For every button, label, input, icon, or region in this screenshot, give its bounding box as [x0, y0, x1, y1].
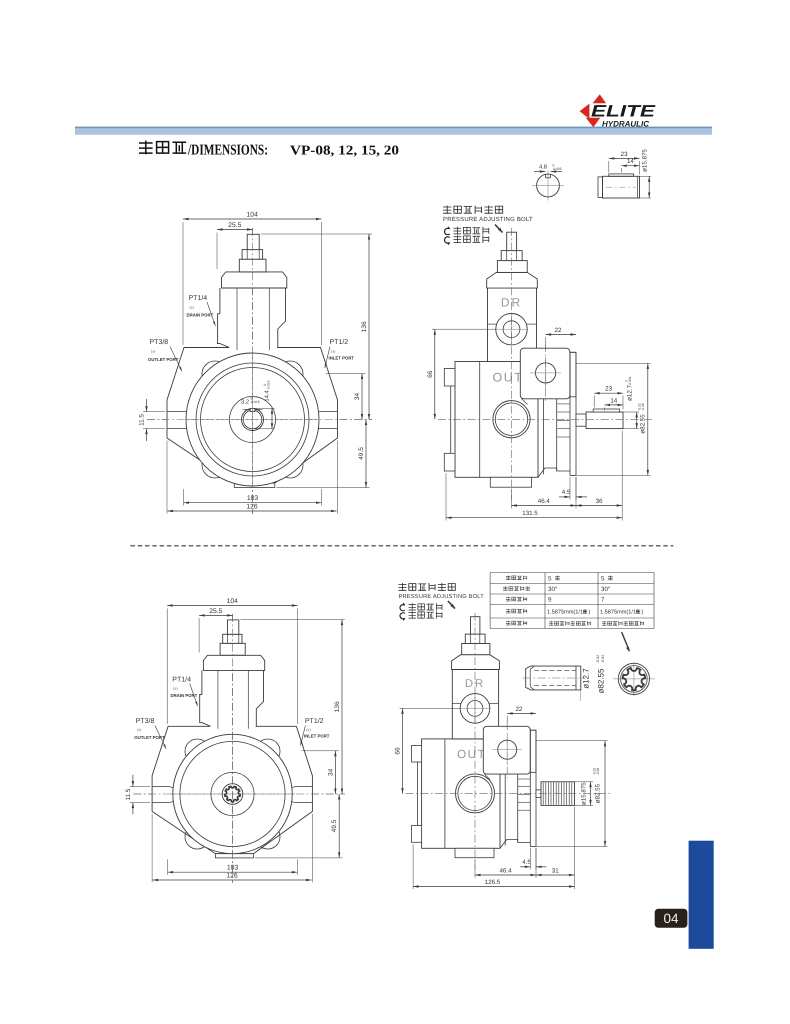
- svg-text:66: 66: [395, 747, 402, 755]
- svg-text:-0.06: -0.06: [641, 403, 645, 410]
- svg-text:46.4: 46.4: [538, 498, 551, 505]
- svg-text:23: 23: [605, 386, 612, 393]
- svg-text:22: 22: [555, 327, 562, 334]
- svg-text:-0.015: -0.015: [267, 380, 271, 389]
- svg-text:INLET PORT: INLET PORT: [304, 734, 330, 739]
- svg-text:DRAIN PORT: DRAIN PORT: [171, 693, 198, 698]
- svg-text:136: 136: [334, 701, 341, 712]
- svg-text:-0.06: -0.06: [596, 768, 600, 775]
- svg-text:ø15.875: ø15.875: [642, 149, 649, 172]
- svg-text:7: 7: [601, 597, 605, 604]
- svg-text:5: 5: [601, 575, 605, 582]
- svg-text:(±): (±): [173, 687, 177, 691]
- svg-text:4.5: 4.5: [562, 489, 571, 496]
- svg-text:-0.001: -0.001: [628, 376, 632, 385]
- svg-text:PT1/4: PT1/4: [189, 294, 208, 302]
- svg-text:14.4: 14.4: [265, 390, 271, 402]
- svg-text:INLET PORT: INLET PORT: [329, 356, 355, 361]
- svg-text:HYDRAULIC: HYDRAULIC: [602, 119, 649, 128]
- svg-text:PT3/8: PT3/8: [136, 717, 155, 725]
- svg-text:25.5: 25.5: [209, 608, 222, 615]
- svg-text:11.5: 11.5: [125, 788, 132, 800]
- svg-text:OUT: OUT: [457, 747, 486, 761]
- svg-text:DR: DR: [501, 296, 522, 310]
- svg-text:04: 04: [663, 911, 679, 926]
- svg-text:46.4: 46.4: [499, 868, 512, 875]
- svg-text:-0.04: -0.04: [601, 655, 605, 663]
- svg-text:22: 22: [515, 706, 522, 713]
- svg-text:-0.02: -0.02: [596, 655, 600, 663]
- svg-text:126: 126: [226, 873, 238, 880]
- svg-text:1.5875mm(1/16: 1.5875mm(1/16: [600, 609, 639, 616]
- svg-text:PT3/8: PT3/8: [150, 338, 169, 346]
- svg-text:49.5: 49.5: [331, 819, 338, 832]
- svg-text:126: 126: [246, 504, 258, 511]
- svg-text:ø12.7: ø12.7: [582, 668, 591, 689]
- svg-text:-0.025: -0.025: [553, 167, 562, 171]
- svg-text:-0.02: -0.02: [593, 768, 597, 775]
- svg-text:): ): [589, 609, 591, 616]
- svg-text:0: 0: [263, 384, 267, 386]
- svg-text:OUTLET PORT: OUTLET PORT: [134, 735, 165, 740]
- svg-text:31: 31: [552, 868, 559, 875]
- svg-text:OUTLET PORT: OUTLET PORT: [148, 357, 179, 362]
- svg-text:VP-08, 12, 15, 20: VP-08, 12, 15, 20: [290, 143, 399, 158]
- svg-text:DR: DR: [465, 678, 485, 690]
- svg-text:PT1/2: PT1/2: [330, 338, 349, 346]
- svg-text:30°: 30°: [548, 586, 558, 593]
- svg-text:0: 0: [625, 380, 629, 382]
- svg-text:5: 5: [548, 575, 552, 582]
- svg-text:4.5: 4.5: [522, 859, 531, 866]
- svg-text:4.8: 4.8: [539, 164, 547, 171]
- svg-text:OUT: OUT: [493, 371, 524, 385]
- svg-text:0: 0: [553, 164, 555, 168]
- svg-text:126.5: 126.5: [485, 879, 501, 886]
- svg-text:PT1/2: PT1/2: [305, 717, 324, 725]
- svg-text:25.5: 25.5: [228, 222, 241, 229]
- svg-text:(±): (±): [190, 306, 194, 310]
- svg-text:34: 34: [327, 768, 334, 776]
- svg-text:30°: 30°: [601, 586, 611, 593]
- svg-text:11.5: 11.5: [139, 414, 146, 426]
- svg-text:/DIMENSIONS:: /DIMENSIONS:: [187, 143, 268, 159]
- svg-text:(±): (±): [331, 350, 335, 354]
- svg-text:14: 14: [610, 397, 617, 404]
- svg-text:0: 0: [251, 397, 253, 401]
- svg-text:23: 23: [621, 151, 628, 158]
- svg-text:36: 36: [596, 498, 603, 505]
- svg-text:): ): [642, 609, 644, 616]
- svg-text:ø82.55: ø82.55: [597, 668, 606, 693]
- svg-text:49.5: 49.5: [358, 447, 365, 460]
- svg-text:ø82.55: ø82.55: [640, 414, 647, 434]
- svg-text:-0.02: -0.02: [638, 403, 642, 410]
- svg-text:(±): (±): [137, 728, 141, 732]
- svg-text:DRAIN PORT: DRAIN PORT: [187, 313, 214, 318]
- svg-text:9: 9: [548, 597, 552, 604]
- svg-text:14: 14: [627, 158, 634, 165]
- svg-text:ELITE: ELITE: [591, 103, 656, 121]
- svg-text:PRESSURE ADJUSTING BOLT: PRESSURE ADJUSTING BOLT: [443, 216, 533, 223]
- svg-text:34: 34: [354, 393, 361, 401]
- svg-text:104: 104: [247, 212, 259, 219]
- svg-text:(±): (±): [151, 350, 155, 354]
- svg-text:-0.015: -0.015: [251, 400, 260, 404]
- svg-text:PRESSURE ADJUSTING BOLT: PRESSURE ADJUSTING BOLT: [399, 594, 485, 600]
- svg-text:1.5875mm(1/16: 1.5875mm(1/16: [547, 609, 586, 616]
- svg-text:131.5: 131.5: [522, 510, 538, 517]
- svg-text:136: 136: [361, 321, 368, 332]
- svg-text:66: 66: [427, 370, 434, 378]
- svg-text:ø12.7: ø12.7: [627, 385, 634, 401]
- svg-text:PT1/4: PT1/4: [172, 676, 191, 684]
- svg-text:3.2: 3.2: [241, 399, 249, 406]
- svg-text:104: 104: [227, 598, 239, 605]
- svg-text:(±): (±): [306, 728, 310, 732]
